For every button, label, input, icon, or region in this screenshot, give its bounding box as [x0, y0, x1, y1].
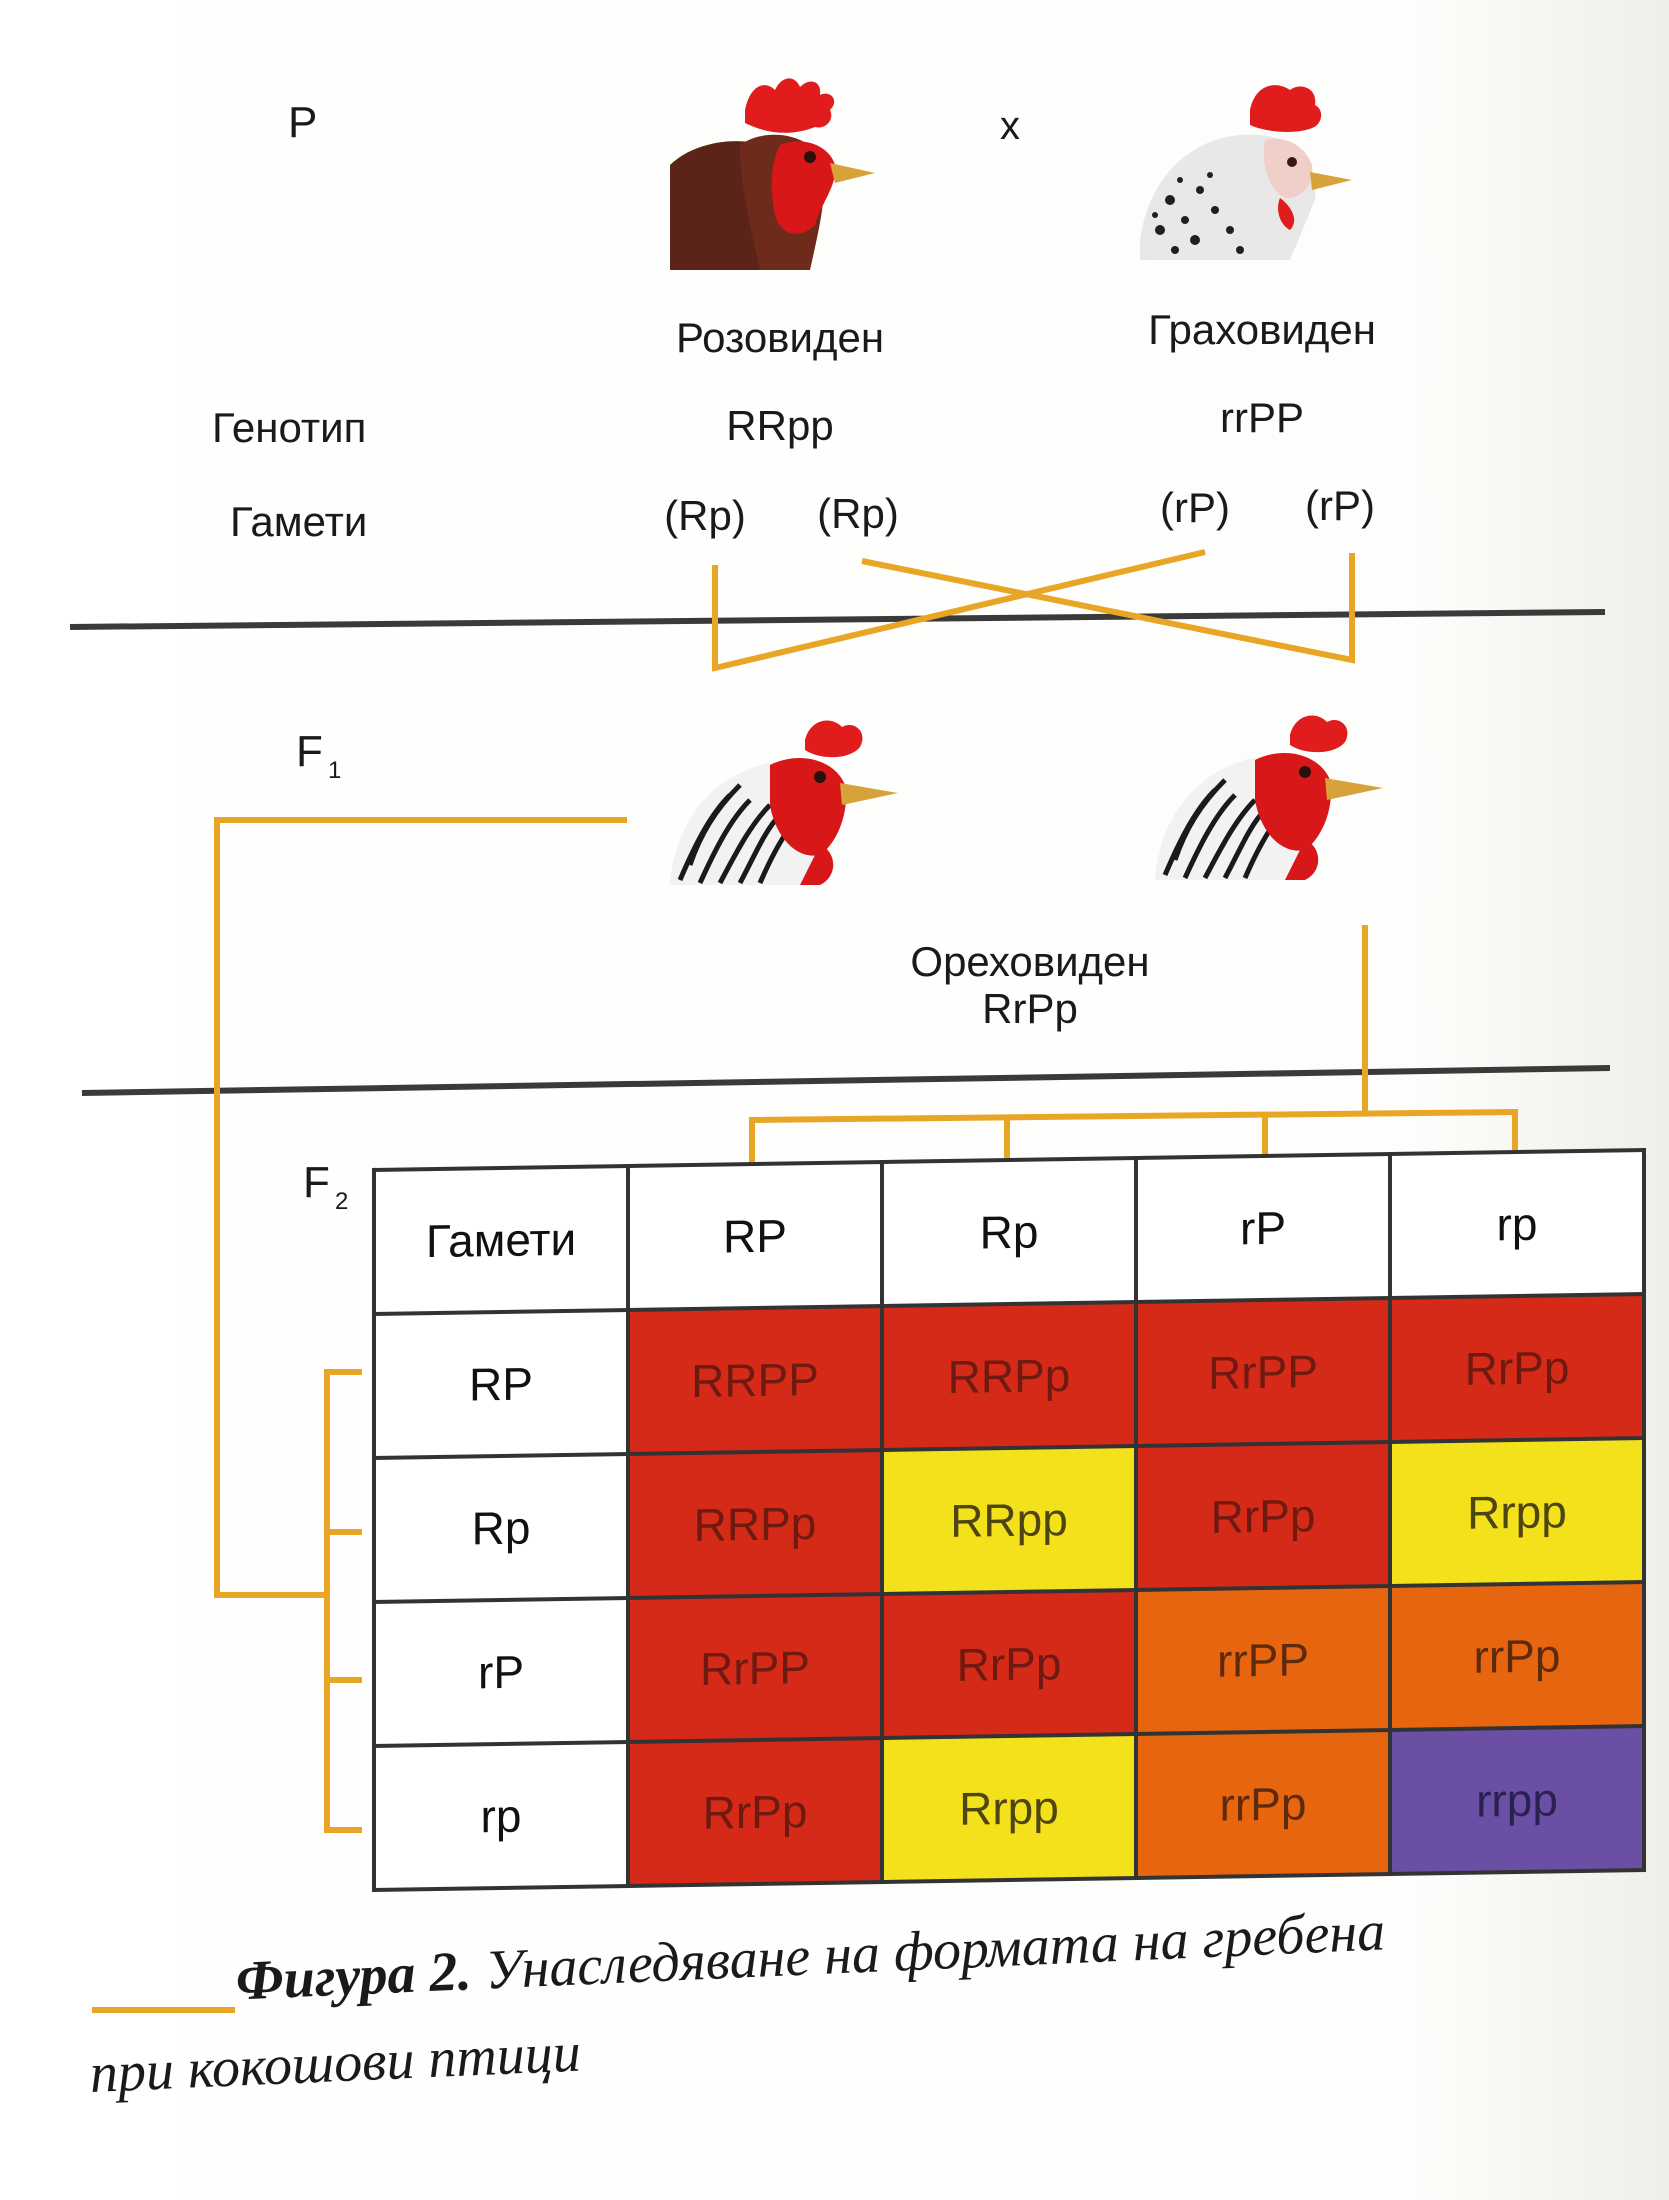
punnett-cell: Rrpp: [1390, 1438, 1644, 1587]
parent-right-phenotype: Граховиден: [1148, 306, 1376, 353]
punnett-cell: rrPp: [1390, 1582, 1644, 1731]
f1-rooster-left-image: [670, 720, 898, 885]
punnett-row: rp RrPp Rrpp rrPp rrpp: [374, 1726, 1644, 1890]
f2-letter: F: [303, 1158, 330, 1207]
f1-letter: F: [296, 727, 323, 776]
f1-genotype: RrPp: [982, 985, 1078, 1032]
column-gamete: rP: [1136, 1154, 1390, 1302]
punnett-cell: RrPP: [628, 1593, 882, 1742]
parent-left-gamete-1: (Rp): [664, 492, 746, 539]
hen-pea-comb-image: [1140, 85, 1352, 260]
punnett-cell: RrPp: [1136, 1442, 1390, 1590]
punnett-cell: RrPp: [1390, 1294, 1644, 1443]
punnett-row: Rp RRPp RRpp RrPp Rrpp: [374, 1438, 1644, 1602]
genotype-row-label: Генотип: [212, 404, 367, 451]
caption-label: Фигура 2.: [234, 1940, 473, 2013]
punnett-cell: RRpp: [882, 1445, 1136, 1594]
punnett-cell: rrpp: [1390, 1726, 1644, 1875]
punnett-cell: RRPp: [882, 1301, 1136, 1450]
punnett-cell: Rrpp: [882, 1733, 1136, 1882]
parent-left-gamete-2: (Rp): [817, 490, 899, 537]
column-gamete: rp: [1390, 1150, 1644, 1299]
punnett-cell: RrPp: [882, 1589, 1136, 1738]
punnett-row: RP RRPP RRPp RrPP RrPp: [374, 1294, 1644, 1458]
cross-sign: x: [1000, 104, 1020, 148]
rooster-rose-comb-image: [670, 78, 875, 270]
parent-right-gamete-1: (rP): [1160, 484, 1230, 531]
punnett-cell: rrPp: [1136, 1730, 1390, 1878]
parent-left-genotype: RRpp: [726, 402, 834, 449]
caption-text-line2: при кокошови птици: [88, 2021, 582, 2105]
punnett-corner-label: Гамети: [374, 1165, 628, 1314]
f2-bracket-lines: [214, 817, 1518, 1833]
gametes-row-label: Гамети: [230, 498, 368, 545]
punnett-cell: RRPP: [628, 1305, 882, 1454]
row-gamete: Rp: [374, 1453, 628, 1602]
punnett-square: Гамети RP Rp rP rp RP RRPP RRPp RrPP RrP…: [372, 1147, 1646, 1892]
punnett-row: rP RrPP RrPp rrPP rrPp: [374, 1582, 1644, 1746]
punnett-cell: rrPP: [1136, 1586, 1390, 1734]
caption-legend-spacer: [87, 1999, 237, 2006]
f2-subscript: 2: [335, 1188, 349, 1215]
punnett-cell: RrPP: [1136, 1298, 1390, 1446]
column-gamete: RP: [628, 1161, 882, 1310]
divider-line-top: [69, 609, 1606, 630]
row-gamete: rp: [374, 1741, 628, 1890]
f1-rooster-right-image: [1155, 715, 1383, 880]
punnett-cell: RRPp: [628, 1449, 882, 1598]
f1-subscript: 1: [328, 757, 342, 784]
generation-label-p: P: [288, 98, 318, 147]
row-gamete: rP: [374, 1597, 628, 1746]
gamete-cross-lines: [712, 549, 1355, 672]
f1-phenotype: Ореховиден: [910, 938, 1150, 985]
row-gamete: RP: [374, 1309, 628, 1458]
parent-left-phenotype: Розовиден: [675, 314, 885, 361]
column-gamete: Rp: [882, 1157, 1136, 1306]
divider-line-bottom: [81, 1065, 1611, 1096]
punnett-header-row: Гамети RP Rp rP rp: [374, 1150, 1644, 1314]
parent-right-gamete-2: (rP): [1305, 482, 1375, 529]
parent-right-genotype: rrPP: [1220, 394, 1304, 441]
punnett-cell: RrPp: [628, 1737, 882, 1886]
